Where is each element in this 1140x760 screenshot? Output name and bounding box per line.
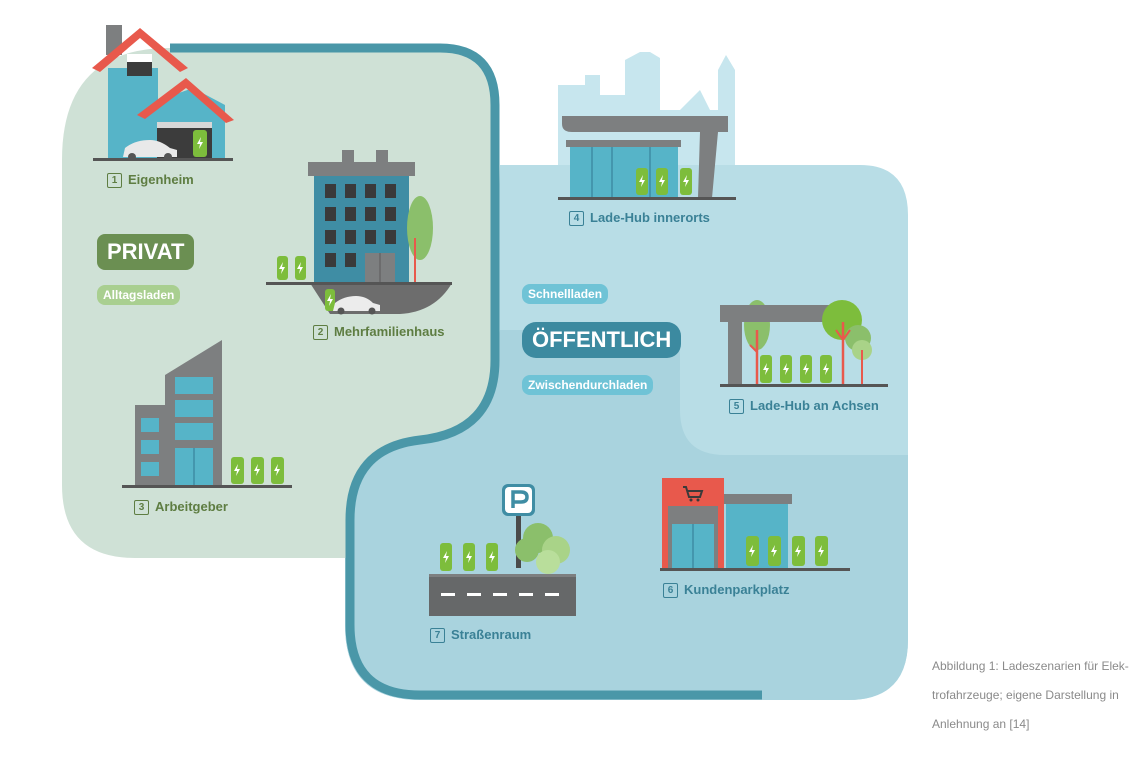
city-charging-hub-icon	[558, 52, 736, 200]
highway-charging-hub-icon	[720, 300, 888, 387]
scenario-number: 7	[430, 628, 445, 643]
apartment-building-icon	[266, 150, 452, 315]
supermarket-icon	[660, 478, 850, 571]
scenario-label-lade-hub-innerorts: 4 Lade-Hub innerorts	[569, 210, 710, 226]
caption-line: Anlehnung an [14]	[932, 717, 1030, 731]
schnellladen-subtitle: Schnellladen	[522, 284, 609, 304]
scenario-number: 6	[663, 583, 678, 598]
scenario-label-arbeitgeber: 3 Arbeitgeber	[134, 499, 228, 515]
scenario-label-eigenheim: 1 Eigenheim	[107, 172, 194, 188]
scenario-number: 1	[107, 173, 122, 188]
scenario-label-mehrfamilienhaus: 2 Mehrfamilienhaus	[313, 324, 445, 340]
alltagsladen-subtitle: Alltagsladen	[97, 285, 181, 305]
scenario-name: Lade-Hub an Achsen	[750, 398, 879, 413]
scenario-number: 4	[569, 211, 584, 226]
scenario-label-kundenparkplatz: 6 Kundenparkplatz	[663, 582, 789, 598]
scenario-name: Lade-Hub innerorts	[590, 210, 710, 225]
street-parking-icon	[429, 484, 576, 616]
house-garage-icon	[92, 25, 234, 161]
scenario-number: 5	[729, 399, 744, 414]
scenario-number: 3	[134, 500, 149, 515]
office-building-icon	[122, 340, 292, 488]
caption-line: Abbildung 1: Ladeszenarien für Elek-	[932, 659, 1129, 673]
oeffentlich-title: ÖFFENTLICH	[522, 322, 682, 358]
scenario-number: 2	[313, 325, 328, 340]
scenario-name: Mehrfamilienhaus	[334, 324, 445, 339]
scenario-name: Eigenheim	[128, 172, 194, 187]
scenario-name: Straßenraum	[451, 627, 532, 642]
scenario-name: Kundenparkplatz	[684, 582, 790, 597]
zwischendurchladen-subtitle: Zwischendurchladen	[522, 375, 654, 395]
scenario-name: Arbeitgeber	[155, 499, 228, 514]
privat-title: PRIVAT	[97, 234, 195, 270]
figure-caption: Abbildung 1: Ladeszenarien für Elek- tro…	[932, 652, 1132, 739]
scenario-label-strassenraum: 7 Straßenraum	[430, 627, 531, 643]
caption-line: trofahrzeuge; eigene Darstellung in	[932, 688, 1119, 702]
zone-border-path	[170, 43, 762, 700]
scenario-label-lade-hub-an-achsen: 5 Lade-Hub an Achsen	[729, 398, 879, 414]
